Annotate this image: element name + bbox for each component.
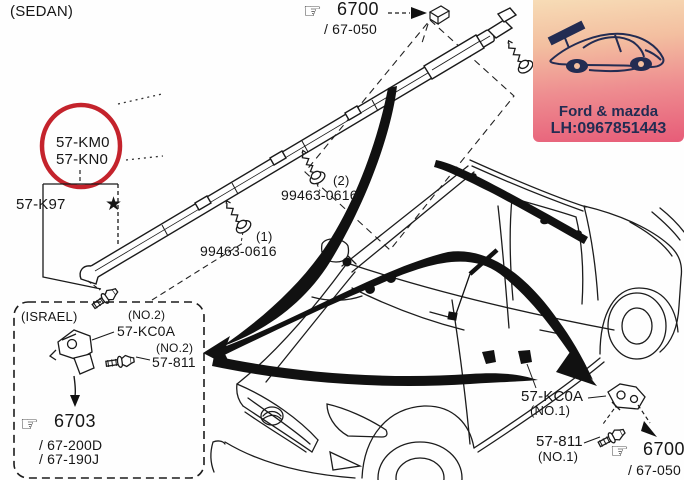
bracket-lines [42,183,119,290]
circled-part-2: 57-KN0 [56,151,109,168]
screw-lower-part: 99463-0616 [200,243,277,259]
right-sensor-part [607,383,646,410]
israel-sensor-qty: (NO.2) [128,308,166,322]
top-ref-label: 6700 [337,0,380,19]
circled-part-1: 57-KM0 [56,134,110,151]
israel-box [13,301,205,479]
red-highlight-circle [39,93,164,190]
watermark-brand: Ford & mazda [558,103,659,120]
right-ref-sub-label: / 67-050 [628,462,681,478]
israel-hand-icon: ☞ [20,412,40,436]
right-hand-icon: ☞ [610,439,630,463]
logo-car-icon [547,20,665,73]
israel-sensor-part-label: 57-KC0A [117,323,176,339]
curtain-airbag-installed [342,160,588,389]
screw-lower-qty: (1) [256,229,273,244]
flow-arrows [203,86,597,386]
right-ref-label: 6700 [643,439,684,459]
watermark-contact: LH:0967851443 [550,120,667,137]
construction-dashes [304,19,515,251]
right-sensor-part-label: 57-KC0A [521,388,584,405]
right-sensor-cluster [583,383,657,450]
hand-icon: ☞ [303,0,323,23]
israel-bolt-part-label: 57-811 [152,354,196,370]
variant-note: (SEDAN) [10,3,74,20]
top-callout-pointer [388,5,451,26]
israel-bolt-part [104,353,136,370]
right-bolt-qty: (NO.1) [538,449,579,464]
israel-bolt-qty: (NO.2) [156,341,194,355]
israel-sub1-label: / 67-200D [39,437,103,453]
tapping-screws [89,36,536,312]
israel-ref-label: 6703 [54,411,97,431]
curtain-module-assembly [79,7,518,291]
watermark-card: Ford & mazda LH:0967851443 [533,0,684,142]
right-sensor-qty: (NO.1) [530,403,571,418]
module-end-bolt [89,285,121,312]
screw-upper-part: 99463-0616 [281,187,358,203]
israel-region-label: (ISRAEL) [21,309,78,324]
top-ref-sub-label: / 67-050 [324,21,377,37]
screw-upper-qty: (2) [333,173,350,188]
car-drawing [210,159,684,480]
israel-sub2-label: / 67-190J [39,451,100,467]
right-bolt-part-label: 57-811 [536,433,583,450]
israel-leader-line [151,242,244,301]
star-icon: ★ [105,193,123,215]
harness-part: 57-K97 [16,196,66,213]
